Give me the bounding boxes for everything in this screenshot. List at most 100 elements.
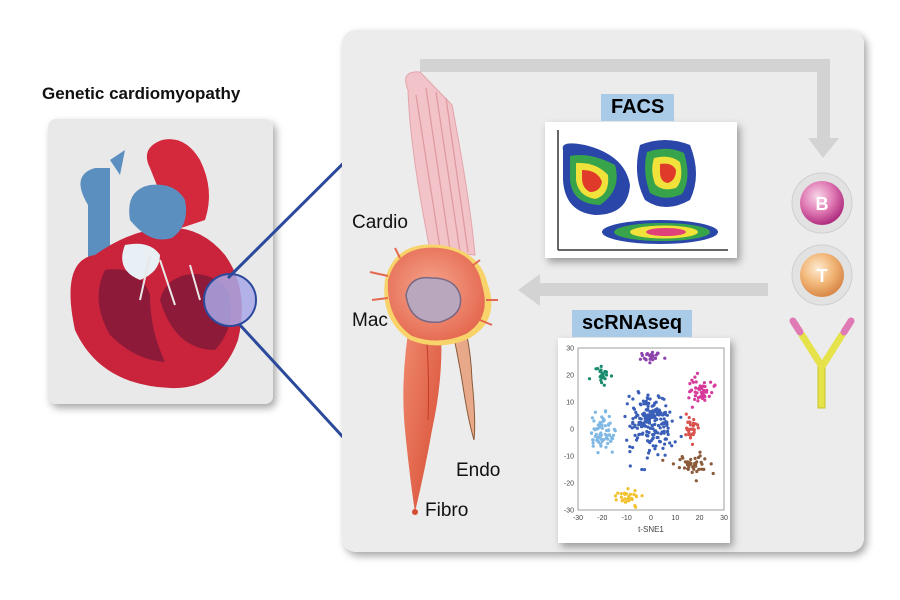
- tsne-point-cluster-4: [641, 399, 646, 403]
- tsne-point-cluster-3: [689, 389, 693, 393]
- tsne-point-cluster-2: [601, 372, 605, 376]
- tsne-point-cluster-7: [709, 462, 713, 466]
- tsne-y-tick: -10: [564, 454, 574, 461]
- tsne-point-cluster-3: [687, 396, 691, 400]
- tsne-point-cluster-3: [690, 378, 694, 382]
- tsne-point-cluster-4: [653, 408, 658, 412]
- t-cell-icon: T: [791, 244, 853, 306]
- tsne-point-cluster-2: [599, 364, 603, 368]
- tsne-point-cluster-4: [679, 434, 683, 439]
- tsne-point-cluster-4: [653, 447, 657, 451]
- tsne-point-cluster-4: [673, 440, 677, 444]
- tsne-point-cluster-5: [611, 433, 616, 437]
- tsne-point-cluster-3: [694, 386, 698, 390]
- tsne-point-cluster-4: [632, 406, 636, 410]
- tsne-point-cluster-8: [616, 491, 620, 495]
- tsne-point-cluster-4: [634, 410, 638, 414]
- tsne-point-cluster-8: [623, 492, 627, 496]
- tsne-point-cluster-8: [632, 492, 636, 496]
- tsne-point-cluster-5: [595, 438, 599, 442]
- tsne-point-cluster-4: [636, 390, 640, 394]
- tsne-point-cluster-7: [693, 456, 697, 460]
- tsne-point-cluster-4: [640, 467, 644, 472]
- tsne-point-cluster-4: [630, 426, 634, 430]
- scrnaseq-tag: scRNAseq: [572, 310, 693, 337]
- endo-label: Endo: [456, 460, 501, 481]
- tsne-point-cluster-5: [601, 419, 605, 424]
- tsne-point-cluster-5: [607, 422, 611, 426]
- tsne-point-cluster-5: [610, 450, 614, 454]
- tsne-point-cluster-3: [710, 391, 714, 395]
- tsne-point-cluster-3: [693, 394, 698, 398]
- tsne-point-cluster-8: [634, 495, 639, 499]
- tsne-point-cluster-3: [702, 381, 707, 385]
- tsne-point-cluster-5: [599, 442, 603, 446]
- tsne-point-cluster-5: [590, 431, 594, 435]
- tsne-point-cluster-5: [593, 428, 597, 432]
- tsne-point-cluster-3: [693, 397, 697, 401]
- tsne-point-cluster-5: [604, 445, 608, 449]
- tsne-point-cluster-5: [599, 431, 603, 435]
- tsne-x-tick: 30: [720, 515, 728, 522]
- b-cell-label: B: [816, 194, 829, 214]
- tsne-point-cluster-1: [645, 352, 649, 357]
- process-arrow-top: [420, 59, 839, 158]
- cardio-label: Cardio: [352, 212, 408, 233]
- tsne-y-tick: 10: [566, 400, 574, 407]
- tsne-point-cluster-4: [653, 401, 657, 405]
- tsne-x-tick: -10: [622, 515, 632, 522]
- tsne-point-cluster-8: [630, 496, 634, 501]
- tsne-point-cluster-8: [623, 497, 627, 501]
- tsne-point-cluster-8: [640, 494, 644, 498]
- tsne-point-cluster-6: [692, 428, 696, 432]
- tsne-point-cluster-4: [647, 439, 651, 444]
- tsne-point-cluster-4: [643, 414, 647, 418]
- tsne-point-cluster-5: [607, 414, 611, 419]
- tsne-point-cluster-8: [619, 492, 623, 496]
- tsne-x-tick: 0: [649, 515, 653, 522]
- tsne-point-cluster-4: [652, 433, 656, 437]
- mac-label: Mac: [352, 310, 388, 331]
- facs-population-2: [636, 140, 696, 207]
- tsne-point-cluster-4: [645, 456, 649, 460]
- tsne-point-cluster-4: [668, 441, 672, 445]
- tsne-point-cluster-1: [653, 356, 658, 360]
- tsne-point-cluster-4: [656, 423, 661, 428]
- t-cell-label: T: [817, 266, 828, 286]
- tsne-point-cluster-3: [696, 399, 700, 403]
- tsne-point-cluster-4: [646, 434, 650, 438]
- tsne-point-cluster-5: [601, 417, 605, 421]
- tsne-point-cluster-5: [598, 420, 602, 425]
- tsne-point-cluster-8: [623, 500, 628, 504]
- tsne-point-cluster-6: [691, 433, 695, 437]
- tsne-x-tick: 10: [671, 515, 679, 522]
- tsne-point-cluster-7: [677, 466, 682, 470]
- tsne-point-cluster-4: [637, 423, 641, 427]
- tsne-point-cluster-2: [603, 369, 607, 374]
- tsne-point-cluster-4: [641, 431, 645, 435]
- tsne-point-cluster-4: [650, 404, 654, 408]
- tsne-point-cluster-8: [613, 494, 618, 498]
- tsne-point-cluster-6: [691, 424, 696, 428]
- tsne-point-cluster-7: [703, 457, 707, 461]
- tsne-point-cluster-8: [614, 498, 618, 502]
- tsne-point-cluster-5: [603, 424, 607, 428]
- tsne-point-cluster-5: [600, 423, 604, 427]
- tsne-point-cluster-4: [651, 410, 655, 414]
- tsne-point-cluster-4: [664, 404, 668, 408]
- macrophage: [369, 244, 498, 346]
- tsne-point-cluster-3: [694, 380, 698, 384]
- facs-plot: [545, 122, 737, 258]
- tsne-point-cluster-5: [594, 432, 598, 437]
- tsne-point-cluster-7: [689, 457, 693, 462]
- tsne-point-cluster-7: [711, 471, 715, 476]
- tsne-point-cluster-5: [611, 436, 615, 441]
- tsne-point-cluster-4: [658, 439, 662, 444]
- tsne-point-cluster-4: [646, 404, 650, 408]
- tsne-point-cluster-2: [601, 375, 605, 379]
- tsne-point-cluster-3: [688, 382, 692, 386]
- tsne-axes-frame: [577, 347, 725, 511]
- tsne-point-cluster-4: [656, 394, 660, 398]
- tsne-point-cluster-4: [646, 413, 651, 417]
